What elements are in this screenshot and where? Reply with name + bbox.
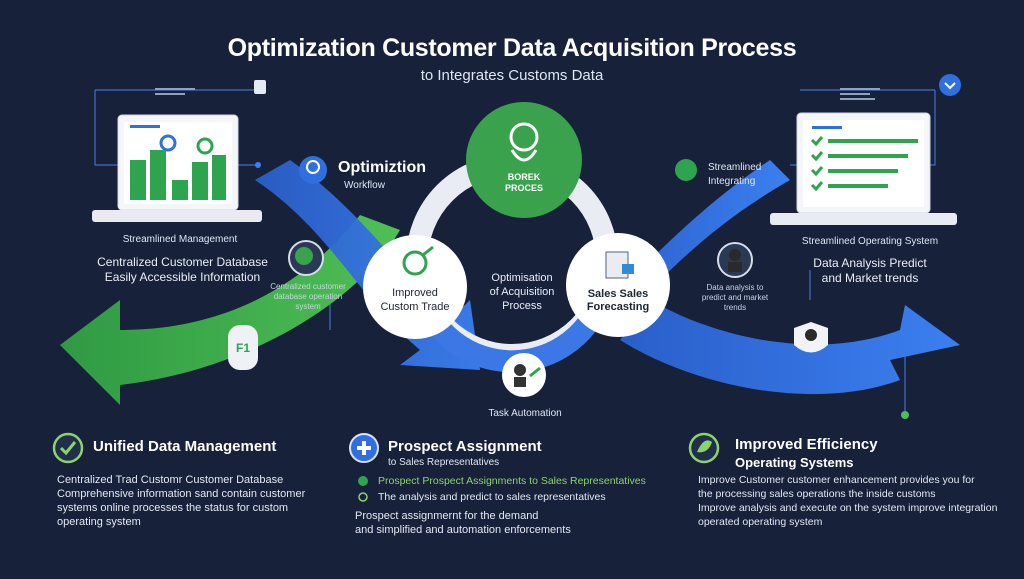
- section3-subtitle: Operating Systems: [735, 455, 854, 470]
- section2-bullet1: Prospect Prospect Assignments to Sales R…: [378, 475, 646, 487]
- section3-line: Improve analysis and execute on the syst…: [698, 502, 998, 514]
- left-node-circle: [363, 235, 467, 339]
- center-line2: of Acquisition: [489, 286, 555, 298]
- bottom-node-caption: Task Automation: [488, 408, 562, 419]
- section3-line: the processing sales operations the insi…: [698, 488, 936, 500]
- right-node-circle: [566, 233, 670, 337]
- section3-line: Improve Customer customer enhancement pr…: [698, 474, 975, 486]
- center-line1: Optimisation: [491, 272, 553, 284]
- center-line3: Process: [502, 300, 542, 312]
- left-node-line2: Custom Trade: [380, 301, 450, 313]
- section3-title: Improved Efficiency: [735, 436, 878, 453]
- optimization-title: Optimiztion: [338, 159, 426, 176]
- optimization-subtitle: Workflow: [344, 180, 385, 191]
- section1-line: Centralized Trad Customr Customer Databa…: [57, 474, 284, 486]
- top-node-line1: BOREK: [507, 172, 541, 182]
- page-title: Optimization Customer Data Acquisition P…: [227, 34, 797, 62]
- top-right-line1: Streamlined: [708, 162, 762, 173]
- section2-line: Prospect assignmernt for the demand: [355, 510, 539, 522]
- section2-subtitle: to Sales Representatives: [388, 457, 500, 468]
- bottom-node-circle: [502, 353, 546, 397]
- right-node-line1: Sales Sales: [587, 288, 649, 300]
- right-line1: Data Analysis Predict: [813, 256, 927, 270]
- section1-body: Centralized Trad Customr Customer Databa…: [57, 473, 347, 529]
- right-node-line2: Forecasting: [586, 301, 650, 313]
- right-tiny-note: Data analysis to predict and market tren…: [701, 283, 769, 312]
- svg-text:F1: F1: [236, 341, 250, 355]
- section3-body: Improve Customer customer enhancement pr…: [698, 473, 998, 529]
- section2-title: Prospect Assignment: [388, 438, 542, 455]
- left-line1: Centralized Customer Database: [97, 255, 268, 269]
- top-right-line2: Integrating: [708, 176, 756, 187]
- section2-bullet2: The analysis and predict to sales repres…: [378, 491, 606, 503]
- right-line2: and Market trends: [821, 271, 919, 285]
- right-laptop-caption: Streamlined Operating System: [801, 236, 939, 247]
- section2-line: and simplified and automation enforcemen…: [355, 524, 571, 536]
- left-tiny-note: Centralized customer database operation …: [270, 282, 346, 311]
- section1-line: operating system: [57, 516, 141, 528]
- left-laptop: [92, 114, 262, 222]
- blue-arrow-right: [620, 300, 960, 395]
- section1-title: Unified Data Management: [93, 438, 277, 455]
- section1-line: systems online processes the status for …: [57, 502, 289, 514]
- section1-line: Comprehensive information sand contain c…: [57, 488, 306, 500]
- left-laptop-caption: Streamlined Management: [122, 234, 238, 245]
- section2-body: Prospect assignmernt for the demand and …: [355, 509, 655, 537]
- right-laptop: [770, 112, 957, 225]
- check-circle-icon: [52, 432, 84, 464]
- page-subtitle: to Integrates Customs Data: [420, 67, 604, 84]
- section3-line: operated operating system: [698, 516, 823, 528]
- top-node-line2: PROCES: [504, 183, 543, 193]
- left-node-line1: Improved: [392, 287, 438, 299]
- left-line2: Easily Accessible Information: [104, 270, 261, 284]
